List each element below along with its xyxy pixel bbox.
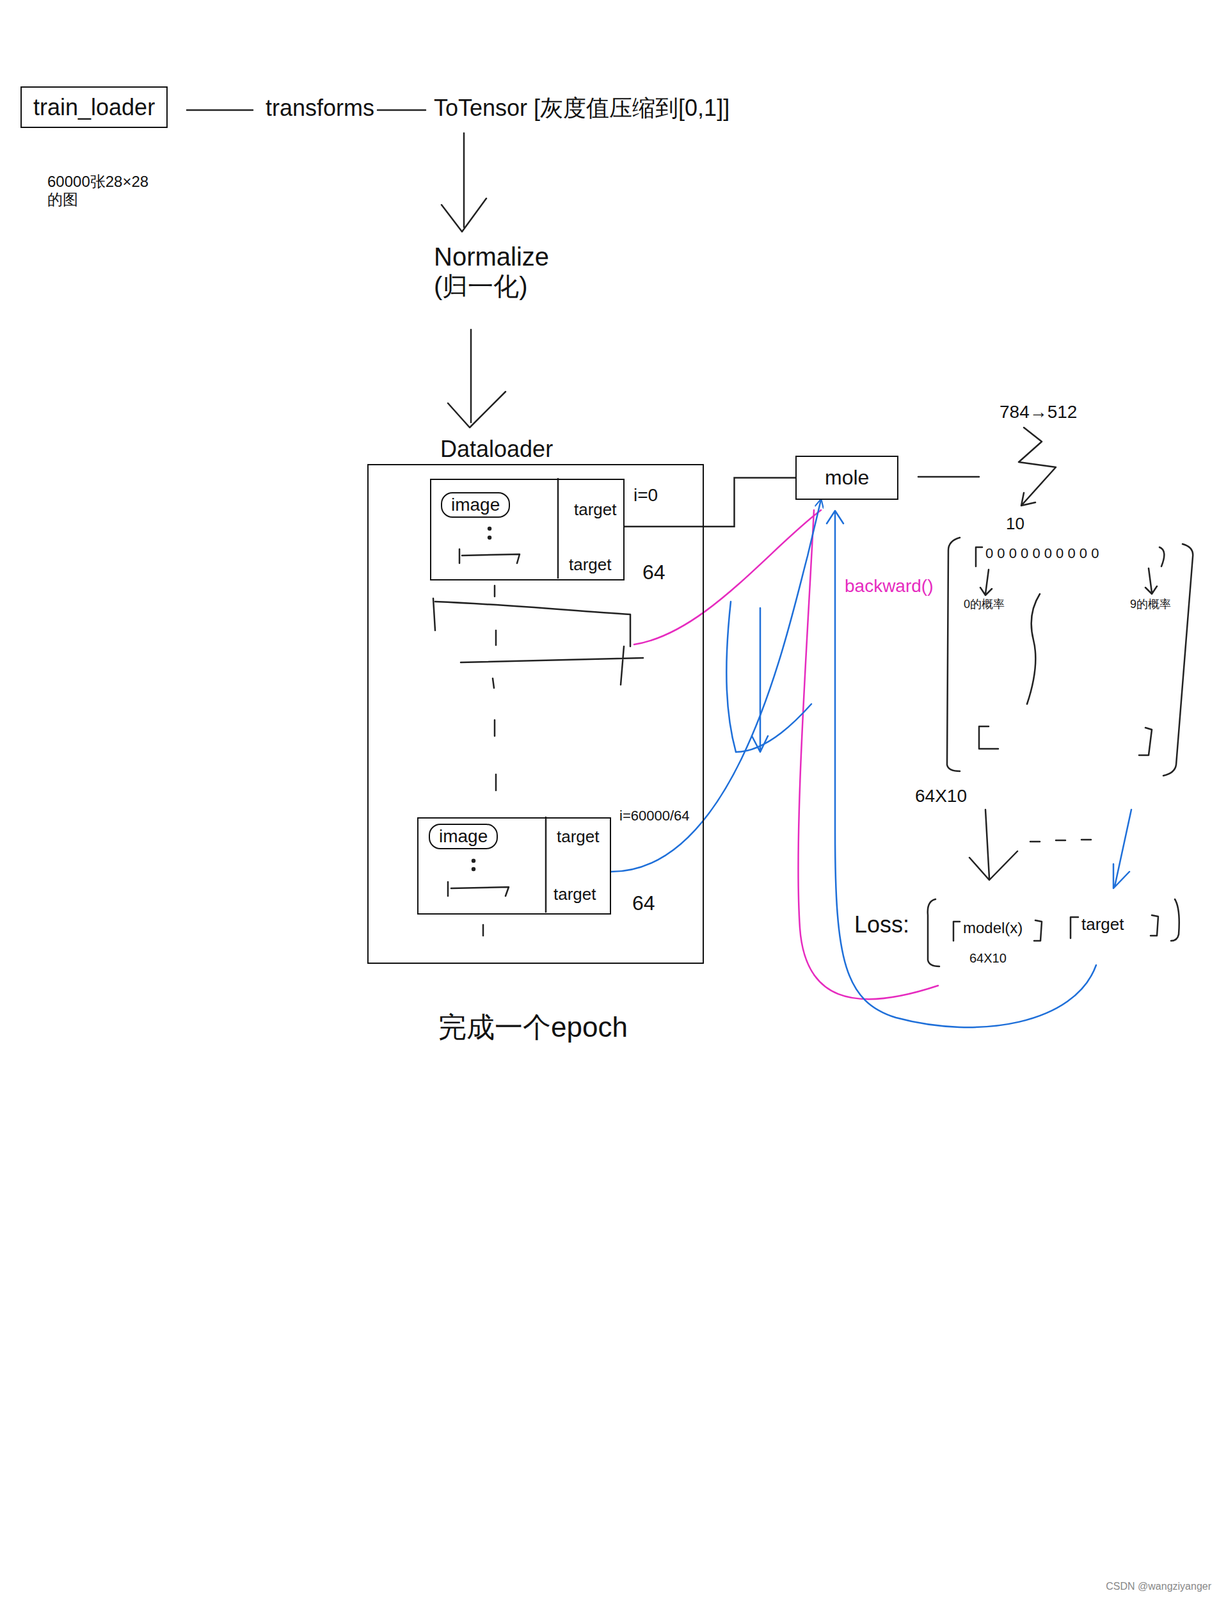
node-text: 60000张28×28的图 xyxy=(47,172,163,208)
image-oval: image xyxy=(428,823,498,850)
label: i=60000/64 xyxy=(619,807,690,824)
dot xyxy=(472,867,475,871)
label: 0 0 0 0 0 0 0 0 0 0 xyxy=(985,545,1099,562)
divider xyxy=(557,478,560,578)
label: target xyxy=(1081,915,1125,935)
label: 完成一个epoch xyxy=(438,1011,628,1044)
node-label: target xyxy=(573,500,617,520)
label: 784→512 xyxy=(999,401,1077,423)
node-label: target xyxy=(556,827,600,847)
node-label: image xyxy=(438,826,488,847)
node-label: mole xyxy=(824,465,869,490)
label: transforms xyxy=(265,94,375,121)
dataloader-box: Dataloadertargettargetimagetargettargeti… xyxy=(367,463,704,964)
connector xyxy=(624,477,797,526)
ellipsis-dashes xyxy=(483,585,496,936)
down-arrow xyxy=(441,133,487,232)
down-arrow xyxy=(726,601,768,752)
flow-line xyxy=(377,109,426,112)
backward-curve xyxy=(797,509,939,999)
node-label: image xyxy=(451,494,500,516)
label: 64X10 xyxy=(915,785,967,807)
label: Normalize (归一化) xyxy=(433,241,588,301)
pink-lines xyxy=(634,509,939,999)
batch-box: target target image xyxy=(417,817,612,915)
label: ToTensor [灰度值压缩到[0,1]] xyxy=(433,94,730,121)
bar xyxy=(459,549,520,564)
label: backward() xyxy=(844,575,933,597)
batch-box: target target image xyxy=(430,478,625,581)
blue-lines xyxy=(726,510,1132,1028)
label: i=0 xyxy=(633,485,658,506)
label: 64 xyxy=(642,560,666,585)
connector xyxy=(611,499,821,872)
down-arrow xyxy=(447,329,506,428)
flow-line xyxy=(186,109,253,112)
divider xyxy=(545,817,548,912)
node-text: target xyxy=(568,555,612,575)
batch-bracket xyxy=(433,598,644,685)
node-text: target xyxy=(553,884,597,905)
matrix-bracket xyxy=(947,537,1193,776)
bar xyxy=(447,881,509,896)
label: 64X10 xyxy=(969,950,1007,966)
label: 9的概率 xyxy=(1130,597,1172,612)
flow-line xyxy=(918,476,980,479)
dot xyxy=(488,527,491,530)
image-oval: image xyxy=(440,492,510,518)
backward-curve xyxy=(634,509,821,645)
dot xyxy=(488,536,491,539)
gradient-curve xyxy=(826,510,1097,1028)
row-bracket xyxy=(979,726,1152,756)
curly-line xyxy=(1027,593,1040,704)
ink-lines xyxy=(186,110,1193,967)
label: Loss: xyxy=(854,911,910,938)
down-arrow xyxy=(1113,809,1132,889)
node-label: train_loader xyxy=(33,94,155,121)
node-label: Dataloader xyxy=(440,435,553,463)
label: 10 xyxy=(1005,514,1025,534)
watermark: CSDN @wangziyanger xyxy=(1105,1580,1212,1593)
model-box: mole xyxy=(795,455,899,500)
dashes xyxy=(1030,839,1092,842)
label: 64 xyxy=(632,891,656,916)
down-arrow xyxy=(969,809,1018,880)
loss-bracket xyxy=(927,899,1180,967)
small-arrow xyxy=(980,568,1157,596)
label: model(x) xyxy=(963,918,1023,937)
dot xyxy=(472,859,475,862)
layer-zigzag xyxy=(1018,427,1056,506)
loader-box: train_loader60000张28×28的图 xyxy=(20,86,168,128)
label: 0的概率 xyxy=(963,597,1005,612)
